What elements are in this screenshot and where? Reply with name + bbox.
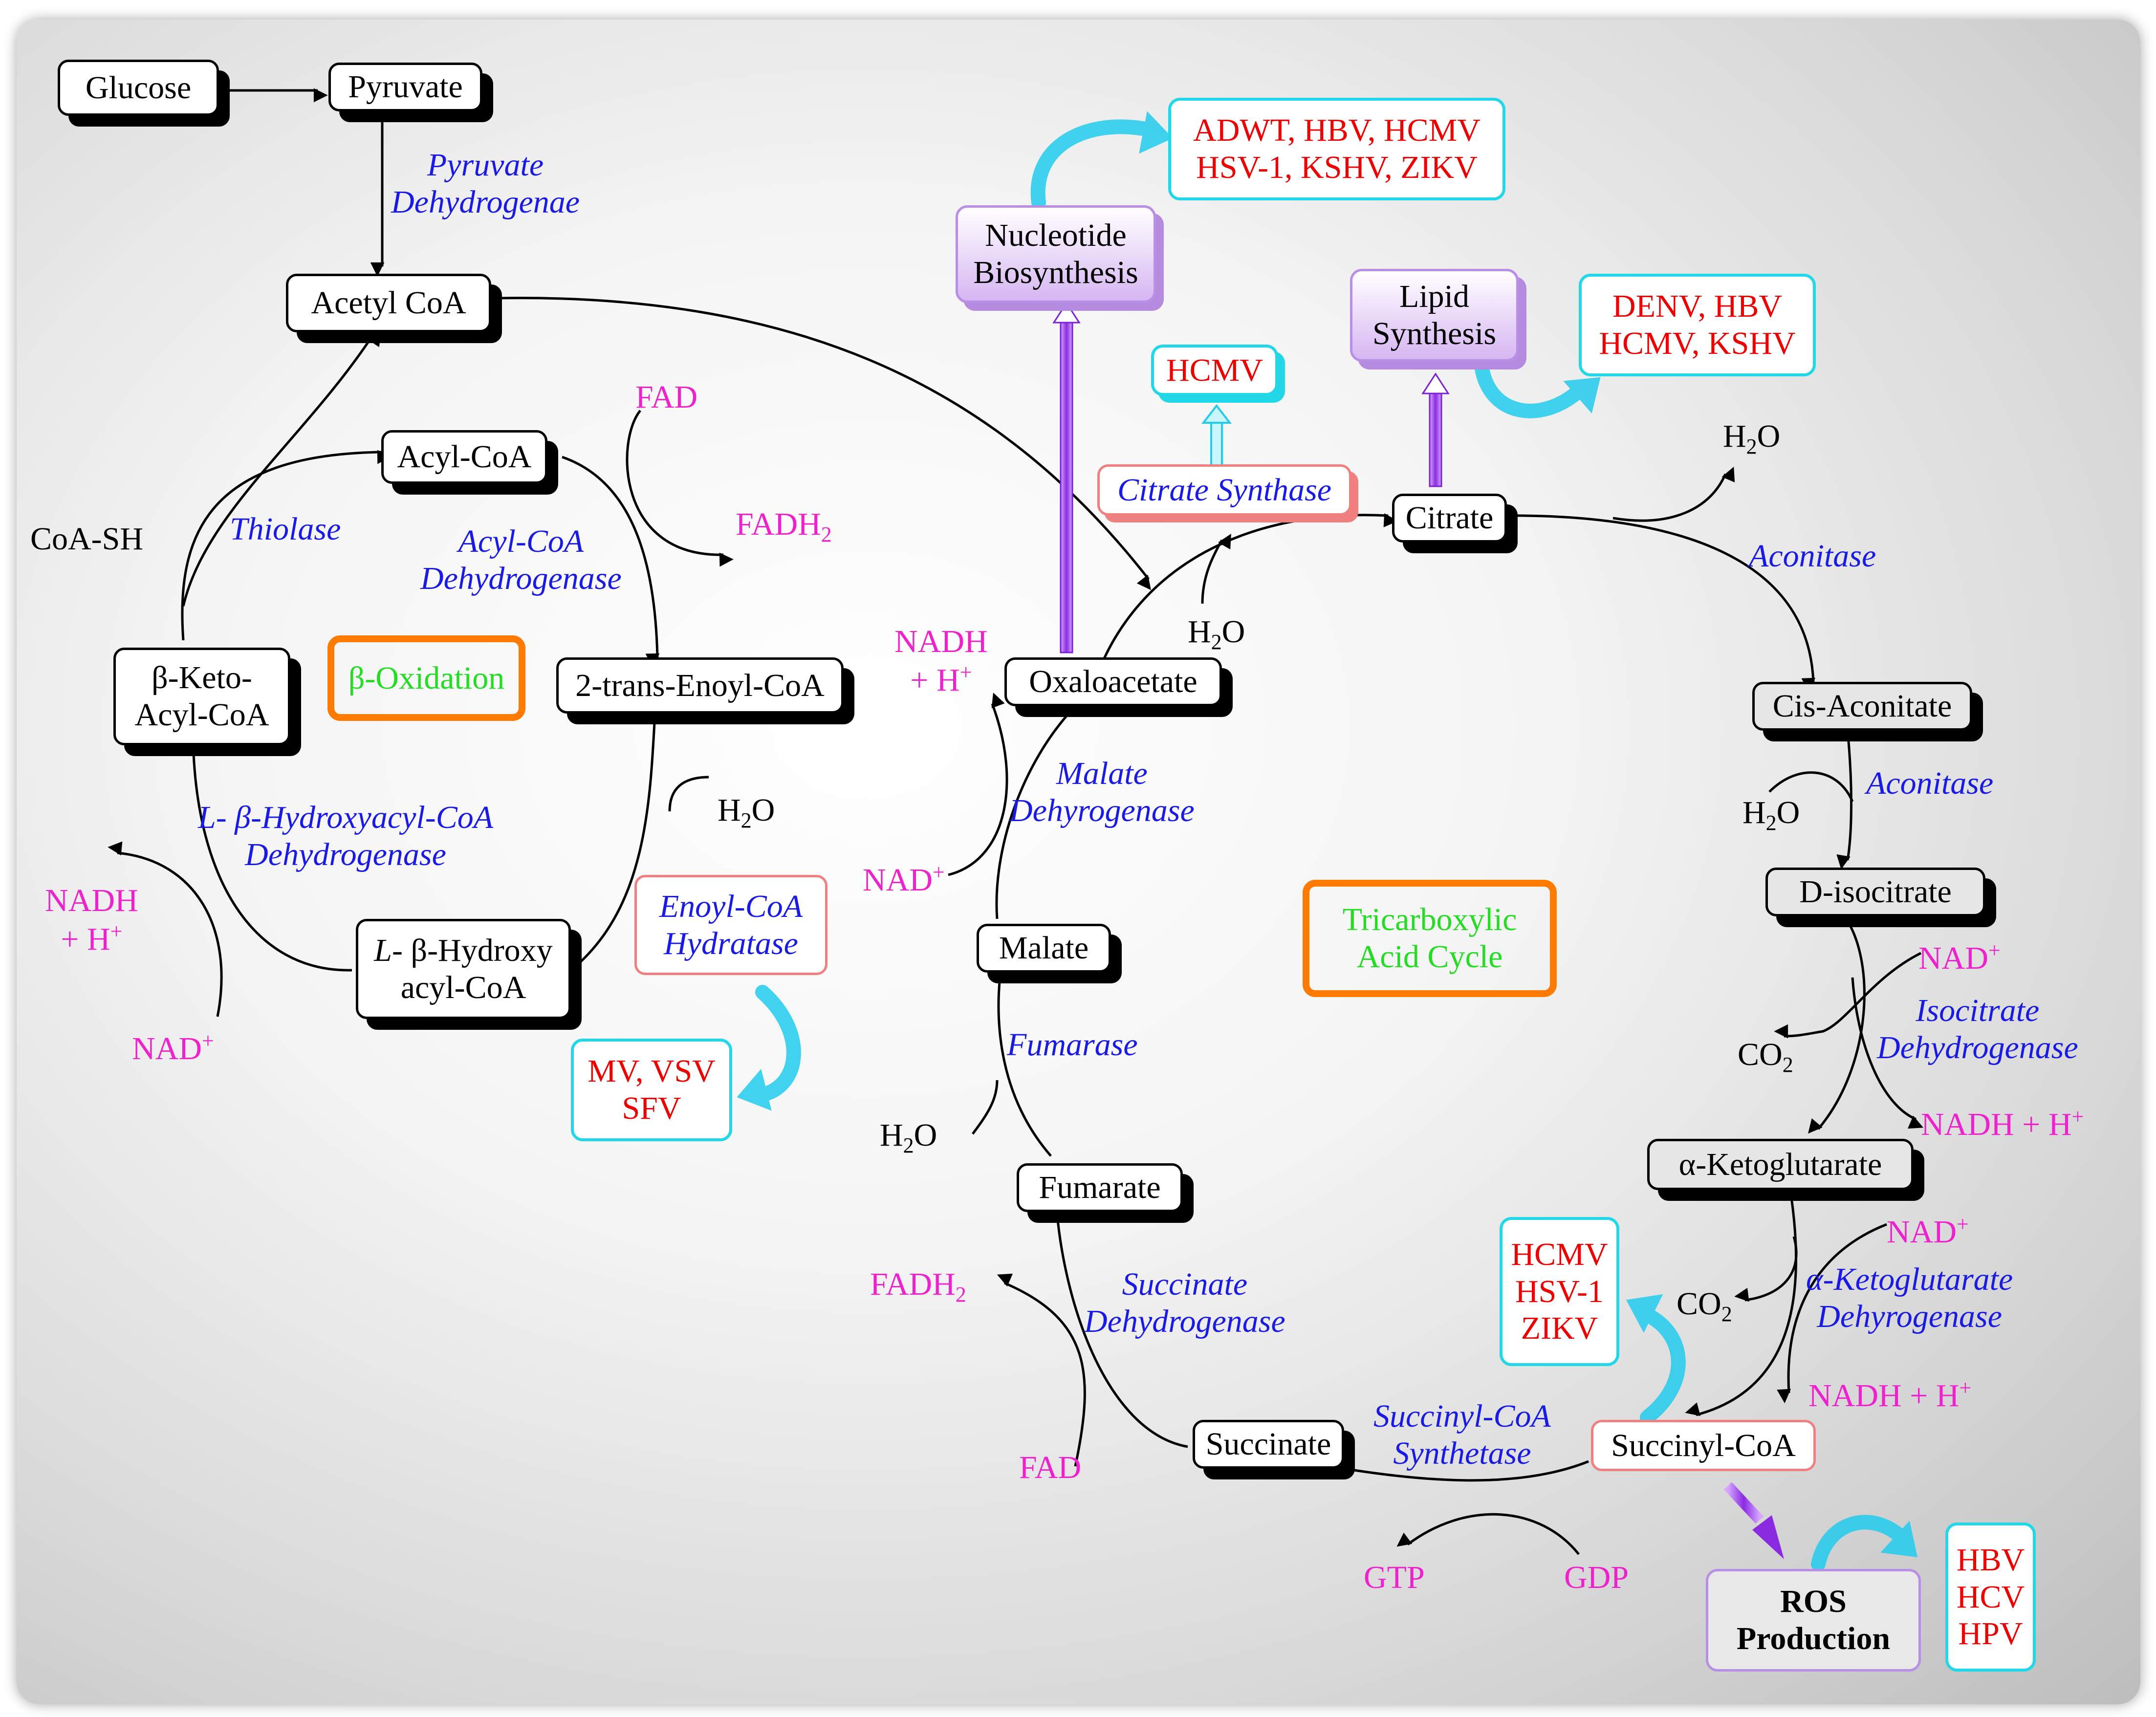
node-pyruvate: Pyruvate <box>328 63 482 111</box>
cofactor-co2-akg: CO2 <box>1677 1286 1732 1326</box>
citrate-h2o-arrow <box>1612 466 1735 522</box>
cofactor-fadh2-succinate: FADH2 <box>870 1266 966 1307</box>
keto-acetylcoa-arrow <box>182 331 381 607</box>
hydroxy-keto-arrow <box>191 728 352 972</box>
enzyme-aconitase-2: Aconitase <box>1866 765 1994 801</box>
cofactor-h2o-beta: H2O <box>718 792 775 833</box>
node-glucose: Glucose <box>58 60 219 116</box>
cyan-arrows <box>737 111 1918 1571</box>
cofactor-nadh-oaa: NADH+ H+ <box>894 624 988 698</box>
cofactor-nadh-beta: NADH+ H+ <box>45 883 138 957</box>
cofactor-h2o-oaa: H2O <box>1188 614 1245 654</box>
node-malate: Malate <box>977 924 1111 973</box>
node-oxaloacetate: Oxaloacetate <box>1004 657 1222 706</box>
cofactor-coa-sh: CoA-SH <box>30 521 144 557</box>
node-cis-aconitate: Cis-Aconitate <box>1752 682 1972 731</box>
cofactor-gtp: GTP <box>1364 1560 1425 1595</box>
node-succinyl-coa: Succinyl-CoA <box>1591 1420 1816 1471</box>
enzyme-thiolase: Thiolase <box>230 511 341 547</box>
akg-nadh-arrow <box>1777 1223 1887 1404</box>
gdp-gtp-arrow <box>1396 1513 1580 1555</box>
acetylcoa-oaa-arrow <box>498 297 1151 590</box>
cofactor-nad-isocitrate: NAD+ <box>1918 938 2001 976</box>
cofactor-nad-beta: NAD+ <box>132 1029 214 1066</box>
citrate-synthase-box: Citrate Synthase <box>1097 464 1351 516</box>
cofactor-h2o-cisaconitate: H2O <box>1742 795 1800 835</box>
node-acetyl-coa: Acetyl CoA <box>286 274 491 332</box>
cofactor-nad-akg: NAD+ <box>1887 1212 1969 1250</box>
isocit-co2-arrow <box>1774 952 1922 1039</box>
akg-co2-arrow <box>1734 1236 1798 1302</box>
h2o-cisacon-arrow <box>1768 771 1854 802</box>
water-in-arrow <box>668 776 709 812</box>
fumarate-malate-arrow <box>997 951 1052 1157</box>
malate-oaa-arrow <box>995 702 1086 919</box>
acylcoa-enoyl-arrow <box>562 456 660 668</box>
enoyl-hydroxy-arrow <box>566 713 656 969</box>
node-alpha-ketoglutarate: α-Ketoglutarate <box>1647 1139 1914 1190</box>
h2o-fumarate-arrow <box>971 1080 999 1135</box>
enzyme-fumarase: Fumarase <box>1007 1027 1138 1063</box>
cofactor-h2o-citrate: H2O <box>1723 418 1781 459</box>
purple-arrows <box>1052 302 1784 1559</box>
cofactor-h2o-fumarate: H2O <box>880 1117 937 1158</box>
oaa-citrate-arrow <box>1096 513 1398 675</box>
keto-acylcoa-arrow <box>181 450 392 641</box>
node-citrate: Citrate <box>1392 494 1507 543</box>
node-beta-keto-acyl-coa: β-Keto-Acyl-CoA <box>113 648 290 745</box>
cofactor-fadh2-beta: FADH2 <box>736 506 832 547</box>
nad-nadh-oaa-arrow <box>948 693 1008 876</box>
citrate-cisacon-arrow <box>1498 514 1816 693</box>
succinylcoa-succinate-arrow <box>1320 1455 1589 1482</box>
cofactor-nadh-akg: NADH + H+ <box>1808 1376 1972 1413</box>
cofactor-gdp: GDP <box>1564 1560 1629 1595</box>
succinate-fumarate-arrow <box>1053 1184 1188 1448</box>
node-acyl-coa: Acyl-CoA <box>381 430 547 484</box>
cofactor-fad-beta: FAD <box>635 379 698 415</box>
h2o-citrate-arrow <box>1201 533 1231 604</box>
node-enoyl-coa: 2-trans-Enoyl-CoA <box>556 657 844 714</box>
beta-oxidation-label: β-Oxidation <box>327 635 525 721</box>
nad-nadh-beta-arrow <box>108 841 223 1017</box>
isocit-akg-arrow <box>1808 913 1866 1134</box>
virus-box-citrate-synthase: HCMV <box>1151 345 1278 396</box>
cofactor-fad-succinate: FAD <box>1019 1450 1082 1485</box>
cofactor-co2-isocitrate: CO2 <box>1738 1037 1793 1077</box>
node-d-isocitrate: D-isocitrate <box>1765 868 1985 916</box>
cofactor-nad-malate: NAD+ <box>863 860 945 898</box>
enzyme-aconitase-1: Aconitase <box>1749 538 1876 574</box>
black-arrows <box>108 88 1924 1555</box>
isocit-nadh-arrow <box>1851 977 1924 1129</box>
node-succinate: Succinate <box>1193 1420 1344 1469</box>
cisacon-isocit-arrow <box>1836 730 1852 869</box>
fad-fadh2-arrow <box>626 410 734 567</box>
fad-fadh2-succ-arrow <box>997 1273 1086 1467</box>
node-fumarate: Fumarate <box>1017 1163 1183 1212</box>
cofactor-nadh-isocitrate: NADH + H+ <box>1921 1105 2084 1142</box>
